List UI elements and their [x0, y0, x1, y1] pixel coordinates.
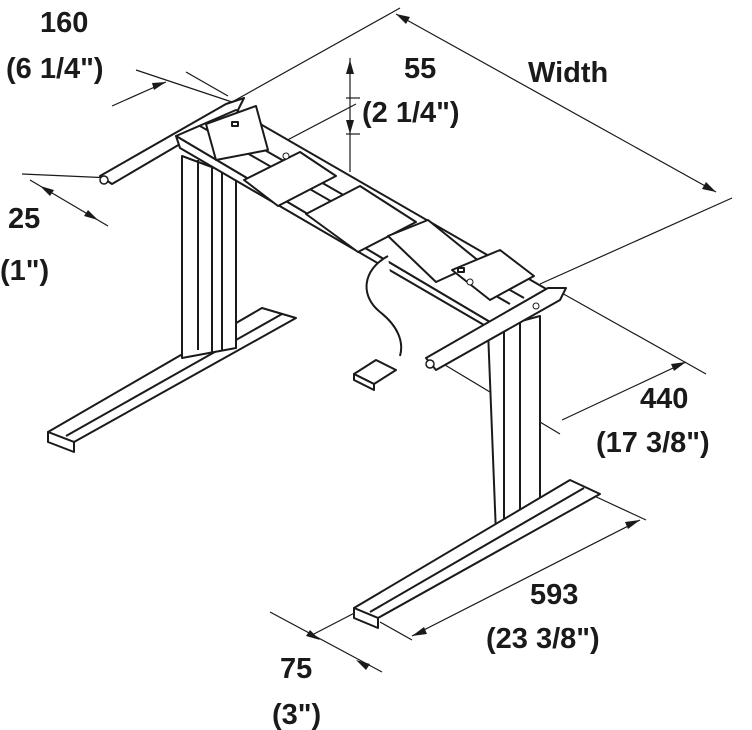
- label-440-mm: 440: [640, 383, 688, 415]
- left-column: [181, 155, 237, 359]
- label-55-in: (2 1/4"): [362, 97, 460, 129]
- label-75-in: (3"): [272, 699, 321, 730]
- label-width: Width: [528, 57, 608, 89]
- label-55-mm: 55: [404, 53, 436, 85]
- label-160-in: (6 1/4"): [6, 53, 104, 85]
- label-440-in: (17 3/8"): [596, 427, 710, 459]
- dimension-lines: [21, 7, 733, 673]
- label-25-in: (1"): [0, 255, 49, 287]
- right-foot-front: [353, 607, 379, 629]
- label-593-in: (23 3/8"): [486, 623, 600, 655]
- desk-frame: [47, 97, 601, 629]
- left-foot-front: [47, 431, 75, 453]
- label-593-mm: 593: [530, 579, 578, 611]
- label-160-mm: 160: [40, 7, 88, 39]
- left-bracket: [99, 97, 245, 185]
- label-25-mm: 25: [8, 203, 40, 235]
- label-75-mm: 75: [280, 653, 312, 685]
- dimension-labels: Width 160 (6 1/4") 55 (2 1/4") 25 (1") 4…: [0, 7, 710, 730]
- right-bracket: [425, 287, 567, 371]
